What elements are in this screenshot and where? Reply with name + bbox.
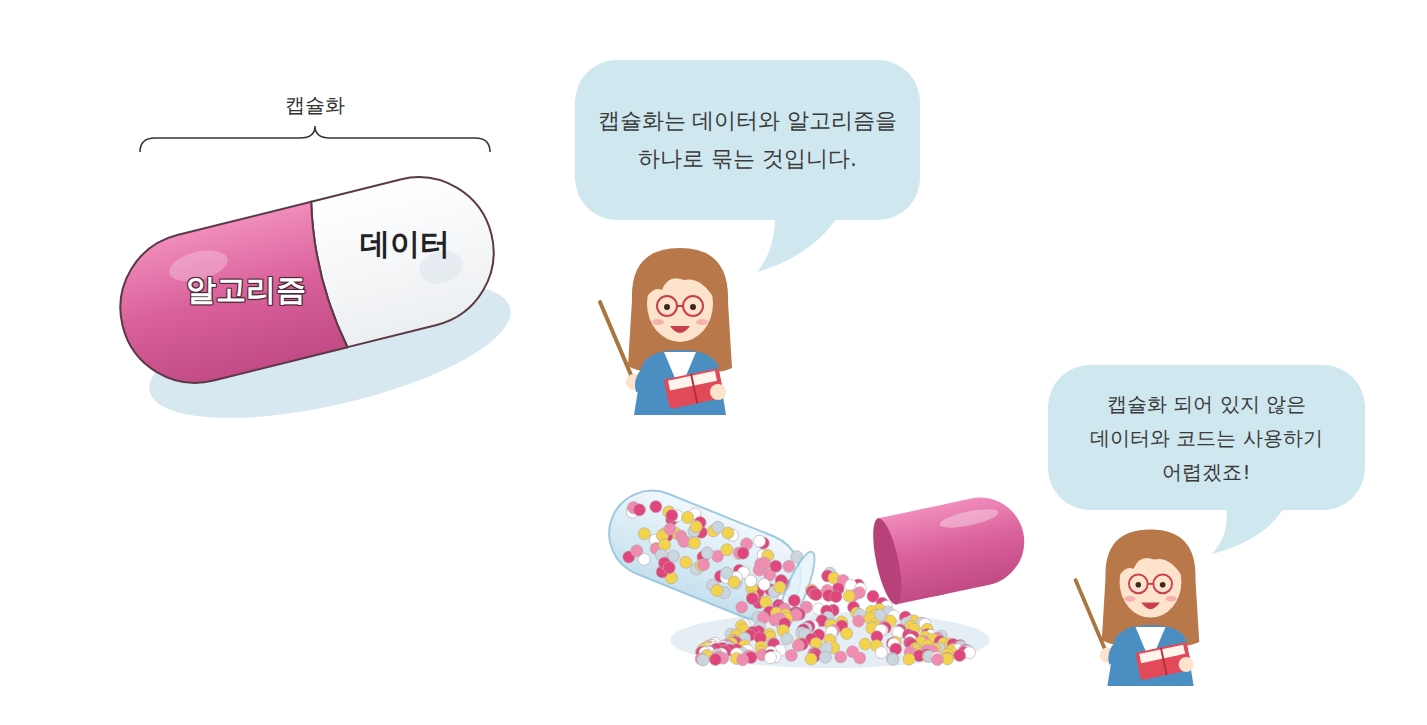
bead [737, 654, 749, 666]
teacher-figure [600, 248, 732, 415]
bead [792, 640, 804, 652]
capsule-text: 알고리즘 [186, 270, 306, 311]
capsule-data-label: 데이터 [338, 216, 472, 272]
bead [709, 654, 721, 666]
bead [678, 555, 694, 571]
speech-bubble: 캡슐화는 데이터와 알고리즘을 하나로 묶는 것입니다. [575, 60, 920, 220]
speech-bubble-body [1048, 365, 1365, 510]
bead [699, 545, 715, 561]
bead [843, 590, 855, 602]
speech-text: 캡슐화 되어 있지 않은 데이터와 코드는 사용하기 어렵겠죠! [1070, 387, 1343, 489]
bead [887, 654, 899, 666]
bead [781, 633, 793, 645]
bead [719, 542, 735, 558]
capsule-text: 데이터 [360, 224, 450, 265]
cap-mouth [867, 516, 907, 607]
speech-bubble-tail [757, 218, 837, 272]
bead [637, 526, 653, 542]
speech-bubble: 캡슐화 되어 있지 않은 데이터와 코드는 사용하기 어렵겠죠! [1048, 365, 1365, 510]
bead [686, 535, 702, 551]
bead [710, 519, 726, 535]
bead [835, 651, 847, 663]
bracket-label: 캡슐화 [285, 92, 345, 119]
bracket [140, 126, 490, 152]
bead [765, 652, 777, 664]
teacher-figure [1076, 529, 1200, 686]
bead [629, 543, 645, 559]
bead [931, 654, 943, 666]
pile-shadow [670, 612, 990, 668]
bead [903, 653, 915, 665]
speech-bubble-body [575, 60, 920, 220]
bead [709, 583, 725, 599]
bead [664, 508, 680, 524]
bead [859, 638, 871, 650]
bead [688, 519, 704, 535]
speech-bubble-outline [575, 60, 920, 220]
cap-highlight [938, 505, 1000, 531]
bead [854, 652, 866, 664]
bead [954, 649, 966, 661]
bead [662, 521, 678, 537]
bead [819, 651, 831, 663]
bead [886, 653, 898, 665]
bead [696, 557, 712, 573]
bead [830, 591, 842, 603]
speech-bubble-tail [1212, 508, 1284, 554]
bead [875, 647, 887, 659]
bead [648, 499, 664, 515]
bead [785, 650, 797, 662]
open-capsule-shell [596, 478, 814, 633]
bead [661, 560, 677, 576]
bead [853, 615, 865, 627]
bead [632, 502, 648, 518]
bead [788, 595, 800, 607]
bead [841, 628, 853, 640]
bead [697, 654, 709, 666]
capsule-algorithm-half [104, 202, 347, 399]
capsule-algorithm-label: 알고리즘 [168, 262, 324, 318]
bead [810, 589, 822, 601]
bead [743, 573, 759, 589]
bead [719, 565, 735, 581]
bead [735, 545, 751, 561]
bead [752, 533, 768, 549]
bead [805, 653, 817, 665]
speech-text: 캡슐화는 데이터와 알고리즘을 하나로 묶는 것입니다. [597, 102, 898, 179]
